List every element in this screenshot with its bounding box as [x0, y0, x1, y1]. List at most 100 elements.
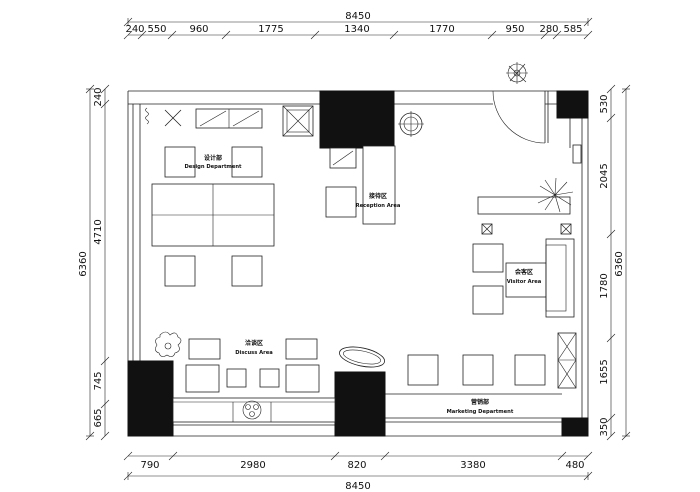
armchair	[472, 285, 504, 315]
left-seg-1: 240	[93, 87, 104, 106]
top-seg-2: 550	[147, 24, 166, 35]
chair	[285, 364, 320, 393]
coffee-table	[505, 262, 547, 298]
window-curtain-icon	[145, 107, 149, 125]
column-top-center	[319, 90, 395, 149]
right-seg-3: 1780	[599, 273, 610, 298]
sofa	[545, 238, 575, 318]
top-seg-7: 950	[505, 24, 524, 35]
column-bottom-center	[334, 371, 386, 437]
bottom-segment-ticks	[123, 451, 593, 461]
reception-label-en: Reception Area	[356, 203, 401, 209]
left-seg-4: 665	[93, 408, 104, 427]
design-dept-label-en: Design Department	[184, 164, 242, 170]
display-shelf	[557, 332, 577, 389]
visitor-area: 会客区 Visitor Area	[472, 144, 582, 318]
right-segment-ticks	[606, 84, 616, 441]
top-dimension-chain: 8450 240 550 960 1775 1340 1770 950 280 …	[123, 11, 593, 40]
left-total-label: 6360	[78, 251, 89, 276]
flower-vase-icon	[242, 400, 262, 420]
right-seg-4: 1655	[599, 359, 610, 384]
work-desk	[151, 183, 275, 247]
dimension-tick	[552, 30, 562, 40]
storage-box	[282, 105, 314, 137]
top-seg-9: 585	[563, 24, 582, 35]
dimension-tick	[221, 30, 231, 40]
dimension-tick	[606, 333, 616, 343]
columns	[127, 90, 589, 437]
dimension-tick	[606, 84, 616, 94]
bottom-dimension-chain: 790 2980 820 3380 480 8450	[123, 451, 593, 492]
dimension-tick	[168, 451, 178, 461]
design-dept-label-cn: 设计部	[204, 154, 222, 162]
dimension-tick	[540, 30, 550, 40]
dimension-tick	[100, 431, 110, 441]
bottom-total-label: 8450	[345, 481, 370, 492]
stool	[226, 368, 247, 388]
visitor-label-en: Visitor Area	[507, 279, 542, 285]
dimension-tick	[100, 99, 110, 109]
dimension-tick	[100, 399, 110, 409]
right-seg-2: 2045	[599, 163, 610, 188]
column-bottom-left	[127, 360, 174, 437]
top-seg-6: 1770	[429, 24, 454, 35]
reception-desk	[362, 145, 396, 225]
bottom-seg-4: 3380	[460, 460, 485, 471]
sideboard	[172, 397, 336, 423]
dimension-tick	[310, 30, 320, 40]
left-seg-2: 4710	[93, 219, 104, 244]
left-dimension-chain: 6360 240 4710 745 665	[78, 84, 110, 441]
dimension-tick	[606, 113, 616, 123]
bottom-seg-2: 2980	[240, 460, 265, 471]
right-seg-5: 350	[599, 417, 610, 436]
dimension-tick	[137, 30, 147, 40]
discuss-label-en: Discuss Area	[235, 350, 273, 356]
plant-icon	[155, 331, 182, 357]
dimension-tick	[557, 451, 567, 461]
chair	[185, 364, 220, 393]
water-dispenser-icon	[398, 111, 424, 137]
chair	[407, 354, 439, 386]
marketing-department: 营销部 Marketing Department	[339, 332, 577, 415]
chair	[462, 354, 494, 386]
top-seg-5: 1340	[344, 24, 369, 35]
chair	[514, 354, 546, 386]
reception-label-cn: 接待区	[368, 192, 387, 200]
right-seg-1: 530	[599, 94, 610, 113]
dimension-tick	[100, 356, 110, 366]
left-seg-3: 745	[93, 371, 104, 390]
side-console	[477, 196, 571, 215]
chair	[164, 146, 196, 178]
marketing-label-en: Marketing Department	[447, 409, 514, 415]
dimension-tick	[606, 413, 616, 423]
chair	[188, 338, 221, 360]
entrance-door	[492, 62, 549, 144]
bottom-seg-1: 790	[140, 460, 159, 471]
reception-area: 接待区 Reception Area	[325, 111, 424, 225]
cross-lamp-icon	[164, 109, 182, 127]
right-dimension-chain: 530 2045 1780 1655 350 6360	[599, 84, 631, 441]
dimension-tick	[167, 30, 177, 40]
discuss-label-cn: 洽谈区	[245, 339, 263, 347]
right-total-label: 6360	[614, 251, 625, 276]
stool	[259, 368, 280, 388]
top-seg-4: 1775	[258, 24, 283, 35]
design-department: 设计部 Design Department	[145, 105, 314, 287]
storage-cabinet	[195, 108, 263, 129]
top-seg-1: 240	[125, 24, 144, 35]
chair	[231, 255, 263, 287]
bottom-seg-3: 820	[347, 460, 366, 471]
tv-cabinet	[572, 144, 582, 164]
dimension-tick	[606, 229, 616, 239]
dimension-tick	[487, 30, 497, 40]
chair	[231, 146, 263, 178]
dimension-tick	[380, 451, 390, 461]
potted-plant-icon	[537, 177, 574, 213]
chair	[285, 338, 318, 360]
dimension-tick	[123, 30, 133, 40]
dimension-tick	[389, 30, 399, 40]
top-seg-3: 960	[189, 24, 208, 35]
bottom-seg-5: 480	[565, 460, 584, 471]
visitor-label-cn: 会客区	[515, 268, 533, 276]
